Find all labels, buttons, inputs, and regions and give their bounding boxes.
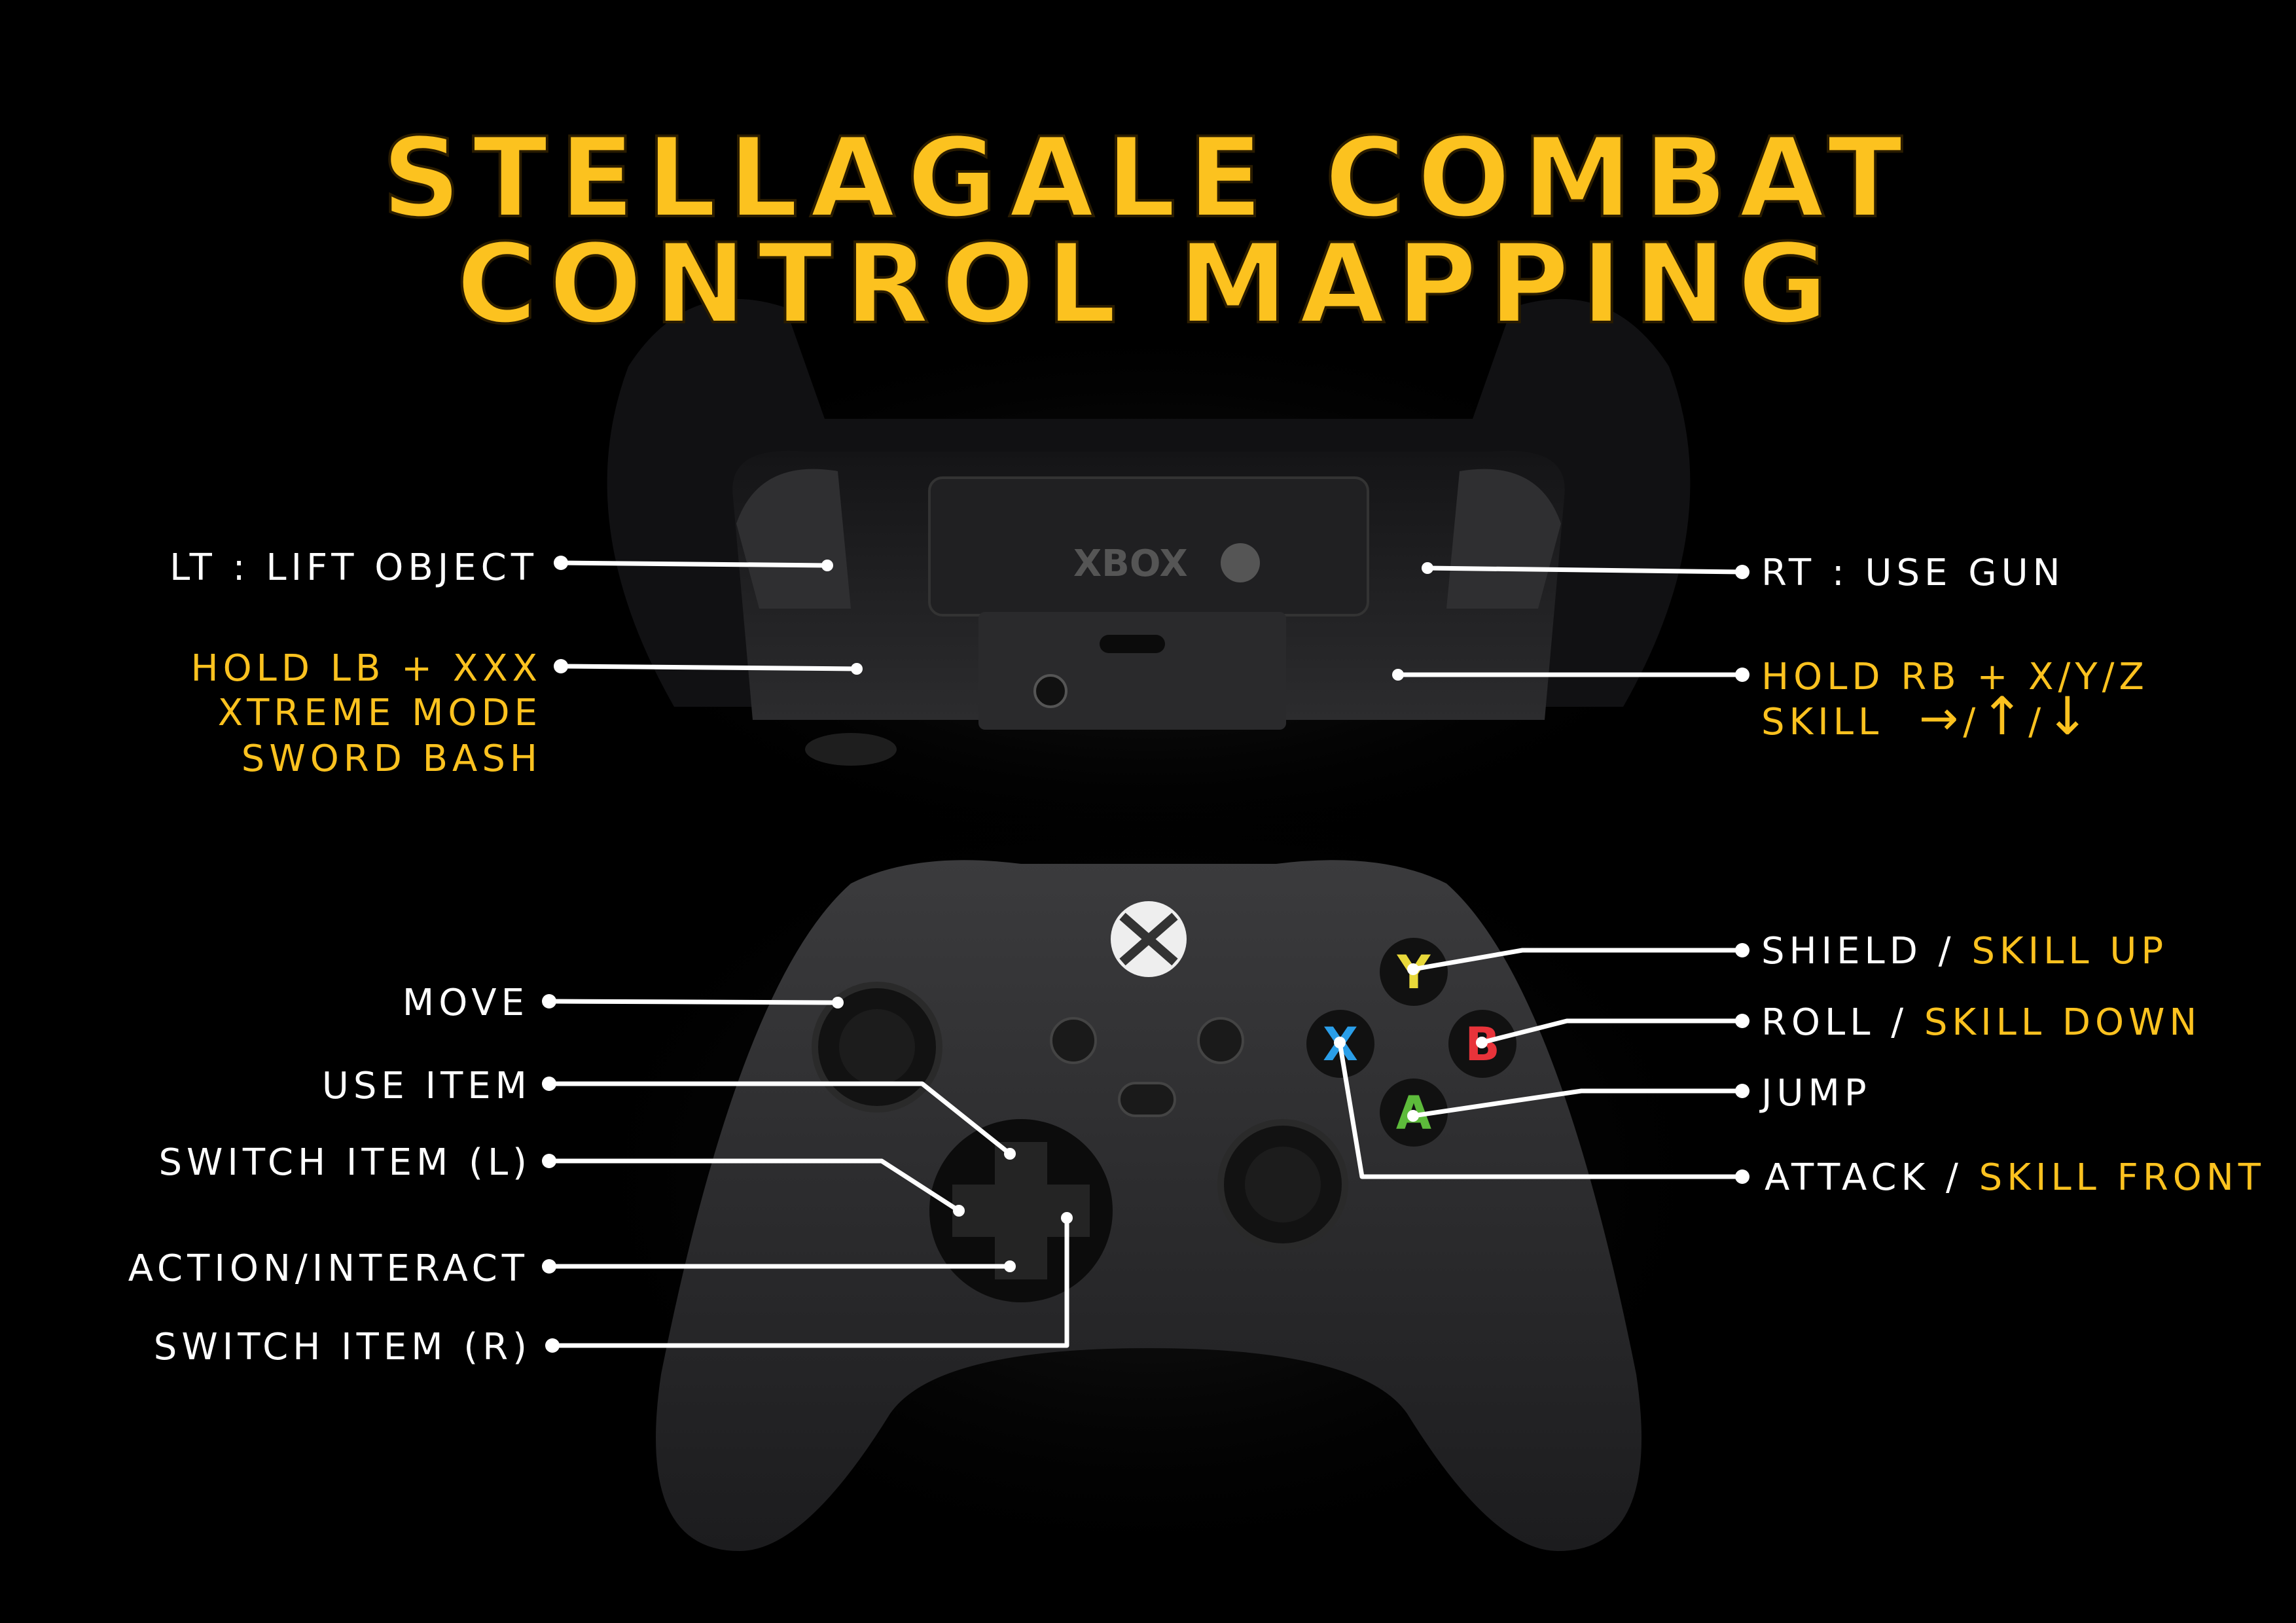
share-button (1118, 1082, 1176, 1117)
label-lt: LT : LIFT OBJECT (170, 546, 538, 589)
title-line-1: STELLAGALE COMBAT (382, 114, 1914, 242)
label-lb-line1: HOLD LB + XXX (190, 647, 542, 690)
skill-text: SKILL (1761, 701, 1883, 743)
slash: / (1963, 701, 1980, 743)
label-rb-line2: SKILL →/↑/↓ (1761, 686, 2094, 747)
arrow-down-icon: ↓ (2045, 686, 2094, 747)
label-attack: ATTACK / SKILL FRONT (1765, 1156, 2265, 1199)
label-use-item: USE ITEM (322, 1065, 531, 1107)
label-shield: SHIELD / SKILL UP (1761, 930, 2168, 972)
xbox-brand-text: XBOX (1073, 543, 1188, 585)
leader-lines (542, 556, 1749, 1353)
controller-rear-view: XBOX (560, 298, 1738, 864)
view-button (1050, 1017, 1097, 1064)
label-rb-line1: HOLD RB + X/Y/Z (1761, 656, 2149, 698)
slash: / (2028, 701, 2045, 743)
controller-front-view: Y B A X (547, 772, 1751, 1584)
label-move: MOVE (403, 982, 529, 1024)
arrow-up-icon: ↑ (1980, 686, 2028, 747)
usb-c-port-icon (1100, 635, 1165, 653)
menu-button (1197, 1017, 1244, 1064)
label-roll: ROLL / SKILL DOWN (1761, 1001, 2201, 1044)
xbox-logo-icon (1221, 543, 1260, 582)
label-rt: RT : USE GUN (1761, 552, 2065, 594)
title-line-2: CONTROL MAPPING (456, 220, 1840, 348)
label-lb-line2: XTREME MODE (218, 692, 542, 734)
label-lb-line3: SWORD BASH (242, 738, 542, 780)
pair-button (1033, 674, 1067, 708)
label-switch-item-r: SWITCH ITEM (R) (154, 1326, 531, 1368)
label-jump: JUMP (1759, 1072, 1871, 1115)
label-action-interact: ACTION/INTERACT (128, 1247, 529, 1290)
arrow-right-icon: → (1919, 690, 1963, 745)
label-switch-item-l: SWITCH ITEM (L) (159, 1141, 532, 1184)
